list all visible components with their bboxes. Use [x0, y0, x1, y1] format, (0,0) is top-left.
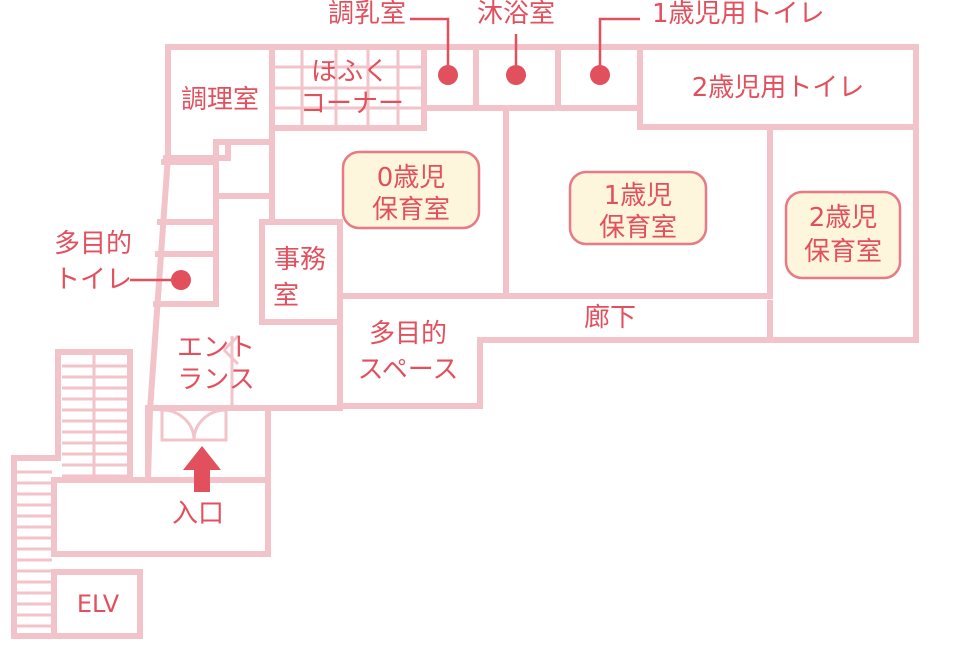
label-nursing-corner-2: コーナー [300, 89, 404, 119]
badge-nursery-1 [568, 170, 708, 246]
arrow-up-icon [183, 446, 221, 492]
label-office-1: 事務 [274, 245, 326, 275]
markers [130, 17, 640, 290]
label-nursery-0-1: 0歳児 [377, 163, 446, 193]
label-kitchen: 調理室 [181, 85, 259, 115]
label-office-2: 室 [273, 281, 299, 311]
walls [11, 44, 919, 639]
badge-nursery-0 [341, 150, 481, 230]
label-nursery-2-2: 保育室 [804, 237, 882, 267]
wall-stair [11, 349, 143, 639]
wall-entry-box [51, 405, 271, 557]
badge-nursery-2 [784, 190, 902, 280]
label-nursery-0-2: 保育室 [372, 195, 450, 225]
label-bath-room: 沐浴室 [477, 0, 555, 29]
label-toilet-1yo: 1歳児用トイレ [652, 0, 825, 29]
label-multi-space-2: スペース [358, 355, 459, 385]
label-nursery-1-1: 1歳児 [604, 181, 673, 211]
label-nursing-corner-1: ほふく [311, 57, 389, 87]
leader-milk-room [410, 17, 450, 75]
label-entrance-1: エント [177, 333, 255, 363]
nursing-tiles [272, 47, 424, 128]
label-multi-toilet-1: 多目的 [54, 229, 132, 259]
label-multi-space-1: 多目的 [369, 319, 447, 349]
entry-doors [160, 334, 240, 442]
labels: 調乳室 沐浴室 1歳児用トイレ 調理室 ほふく コーナー 2歳児用トイレ 0歳児… [54, 0, 882, 618]
label-nursery-2-1: 2歳児 [809, 203, 878, 233]
stairs [16, 354, 128, 628]
leader-toilet-1yo [598, 17, 640, 75]
label-elevator: ELV [77, 590, 120, 618]
wall-cubicles [213, 139, 275, 199]
label-milk-room: 調乳室 [328, 0, 406, 29]
label-nursery-1-2: 保育室 [599, 213, 677, 243]
label-multi-toilet-2: トイレ [54, 265, 132, 295]
label-entry: 入口 [172, 499, 224, 529]
label-toilet-2yo: 2歳児用トイレ [692, 73, 865, 103]
label-hallway: 廊下 [584, 303, 636, 333]
wall-outer-top [165, 44, 919, 409]
label-entrance-2: ランス [177, 365, 254, 395]
